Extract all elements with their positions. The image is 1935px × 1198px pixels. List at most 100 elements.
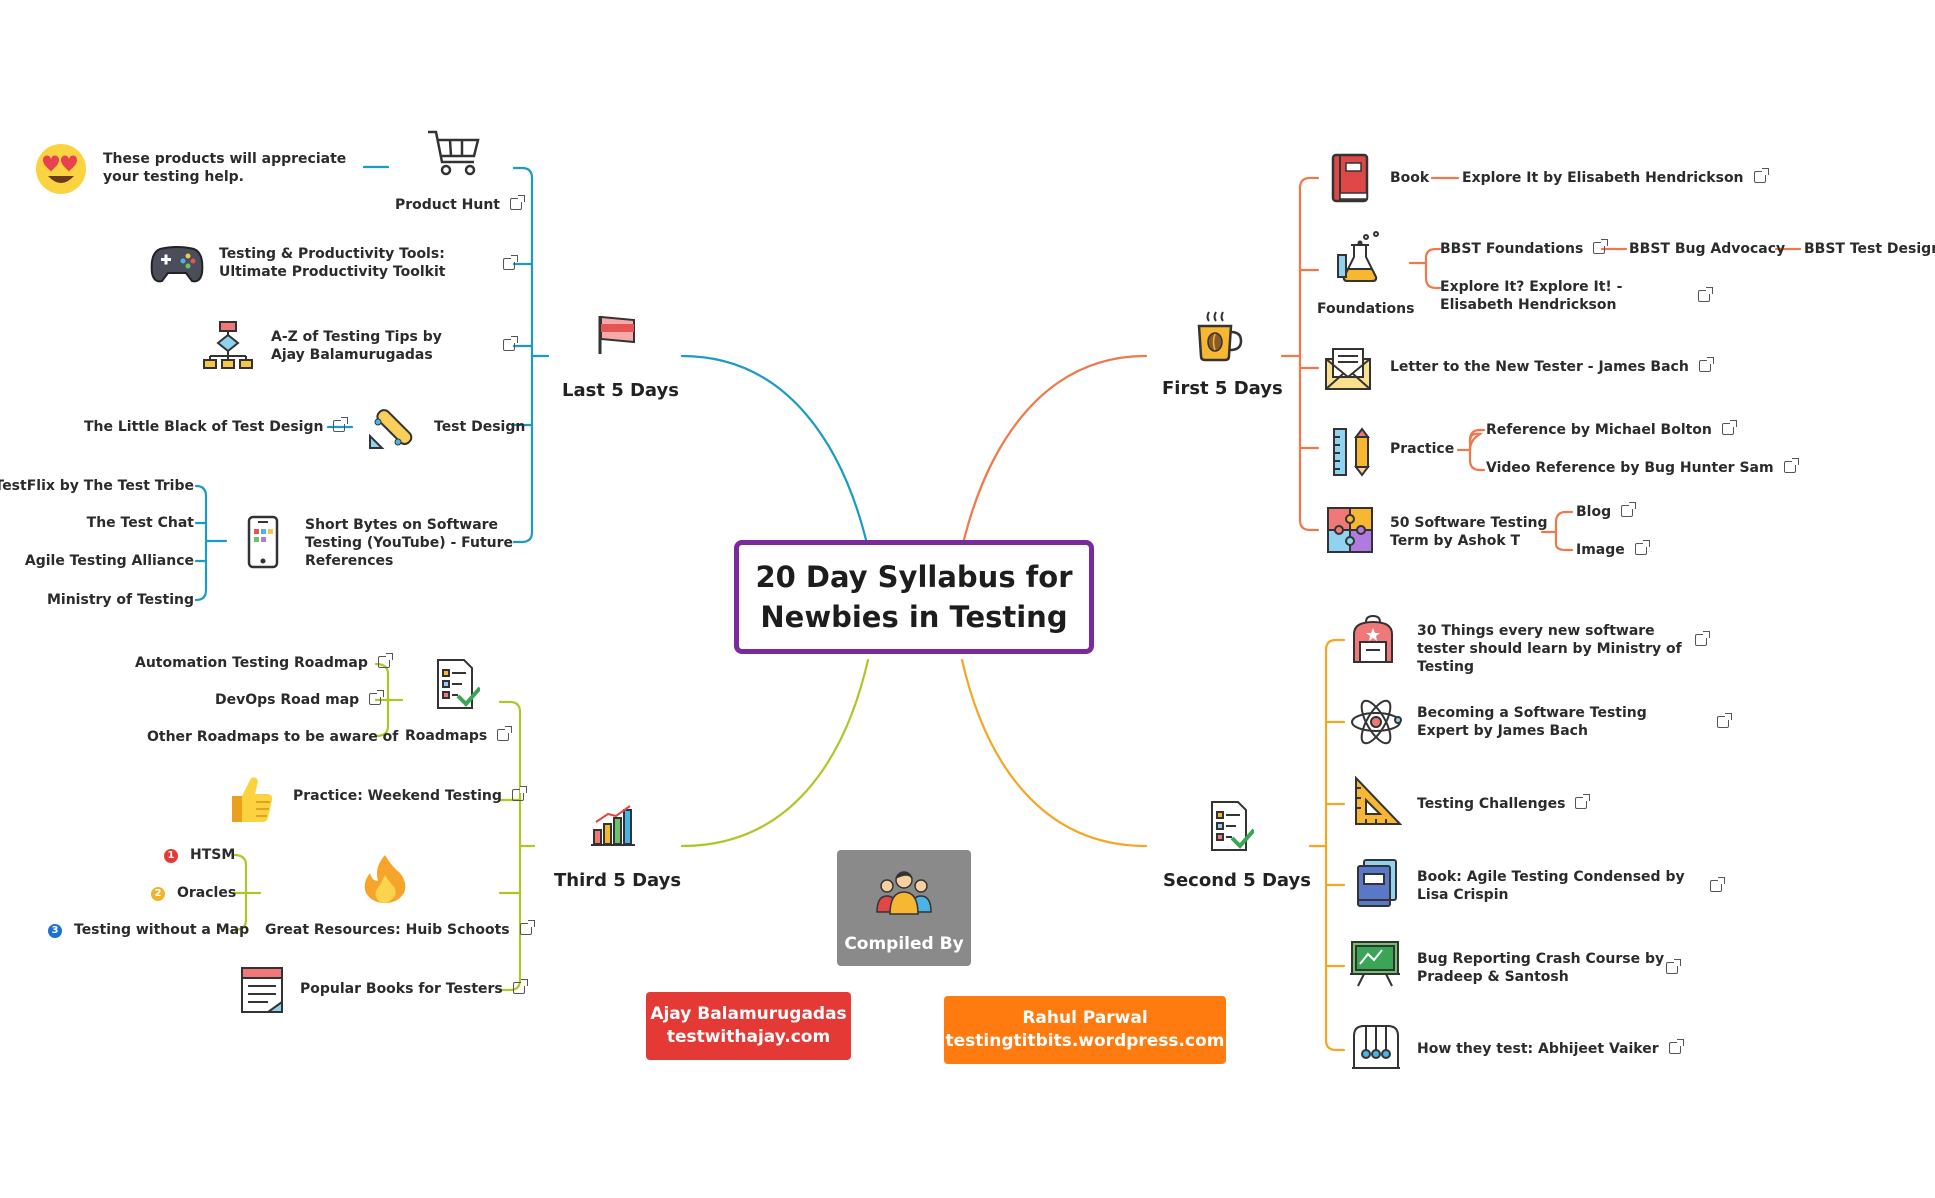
productivity-toolkit-link[interactable]: Testing & Productivity Tools: Ultimate P… [219,245,499,281]
popular-books-link[interactable]: Popular Books for Testers [300,979,528,998]
ruler-pencil-icon [1333,427,1370,477]
external-link-icon [369,690,385,705]
test-chat-item[interactable]: The Test Chat [86,515,194,531]
automation-roadmap-link[interactable]: Automation Testing Roadmap [135,653,393,672]
huib-schoots-label: Great Resources: Huib Schoots [265,922,510,938]
book-icon [1331,153,1369,203]
terms-blog-label: Blog [1576,504,1612,520]
book-node[interactable]: Book [1390,170,1430,186]
how-they-test-link[interactable]: How they test: Abhijeet Vaiker [1417,1039,1684,1058]
bbst-bug-advocacy-item[interactable]: BBST Bug Advocacy [1629,241,1786,257]
author-badge-ajay[interactable]: Ajay Balamurugadas testwithajay.com [646,992,851,1060]
letter-new-tester-link[interactable]: Letter to the New Tester - James Bach [1390,357,1714,376]
practice-node[interactable]: Practice [1390,441,1455,457]
bug-hunter-sam-link[interactable]: Video Reference by Bug Hunter Sam [1486,458,1799,477]
short-bytes-node[interactable]: Short Bytes on Software Testing (YouTube… [305,517,514,569]
branch-first-5-days[interactable]: First 5 Days [1162,378,1283,399]
compiled-by-card: Compiled By [837,850,971,966]
az-testing-tips-link[interactable]: A-Z of Testing Tips by Ajay Balamurugada… [271,328,471,364]
explore-it-link[interactable]: Explore It by Elisabeth Hendrickson [1462,168,1769,187]
roadmaps-link[interactable]: Roadmaps [405,726,513,745]
chalkboard-icon [1350,941,1400,987]
oracles-label: Oracles [177,885,237,901]
external-link-icon [509,195,525,210]
testing-without-a-map-item[interactable]: 3 Testing without a Map [48,921,249,939]
devops-roadmap-link[interactable]: DevOps Road map [215,690,385,709]
michael-bolton-reference-link[interactable]: Reference by Michael Bolton [1486,420,1737,439]
product-hunt-label: Product Hunt [395,197,500,213]
branch-last-5-days[interactable]: Last 5 Days [562,380,679,401]
external-link-icon [1593,239,1609,254]
software-testing-expert-link[interactable]: Becoming a Software Testing Expert by Ja… [1417,704,1697,740]
terms-image-link[interactable]: Image [1576,540,1650,559]
external-link-icon [377,653,393,668]
heart-eyes-emoji-icon [36,144,86,194]
how-they-test-label: How they test: Abhijeet Vaiker [1417,1041,1659,1057]
fifty-terms-node[interactable]: 50 Software Testing Term by Ashok T [1390,515,1548,549]
agile-testing-alliance-item[interactable]: Agile Testing Alliance [24,553,194,569]
number-1-badge: 1 [164,849,178,863]
external-link-icon[interactable] [1710,877,1725,892]
external-link-icon [1721,420,1737,435]
external-link-icon [1698,357,1714,372]
coffee-icon [1197,311,1243,362]
bbst-foundations-link[interactable]: BBST Foundations [1440,239,1609,258]
fire-icon [364,855,406,903]
testflix-item[interactable]: TestFlix by The Test Tribe [0,478,194,494]
external-link-icon [1575,794,1591,809]
thirty-things-link[interactable]: 30 Things every new software tester shou… [1417,622,1687,676]
productivity-toolkit-label: Testing & Productivity Tools: Ultimate P… [219,246,446,280]
ministry-of-testing-item[interactable]: Ministry of Testing [46,592,194,608]
external-link-icon[interactable] [503,336,518,351]
popular-books-label: Popular Books for Testers [300,981,503,997]
software-testing-expert-label: Becoming a Software Testing Expert by Ja… [1417,705,1647,739]
author-name: Ajay Balamurugadas [650,1004,847,1024]
bar-chart-icon [591,805,635,846]
letter-icon [1325,348,1371,390]
checklist-icon [437,659,480,709]
test-design-node[interactable]: Test Design [434,419,526,435]
author-site: testwithajay.com [666,1027,831,1047]
bug-reporting-crash-course-link[interactable]: Bug Reporting Crash Course by Pradeep & … [1417,950,1677,986]
foundations-node[interactable]: Foundations [1317,301,1415,317]
explore-it-explore-it-link[interactable]: Explore It? Explore It! - Elisabeth Hend… [1440,278,1690,314]
explore-it-explore-it-label: Explore It? Explore It! - Elisabeth Hend… [1440,279,1623,313]
number-3-badge: 3 [48,924,62,938]
agile-testing-condensed-label: Book: Agile Testing Condensed by Lisa Cr… [1417,869,1685,903]
external-link-icon[interactable] [1698,287,1713,302]
huib-schoots-link[interactable]: Great Resources: Huib Schoots [265,920,535,939]
other-roadmaps-item[interactable]: Other Roadmaps to be aware of [147,729,399,745]
terms-image-label: Image [1576,542,1625,558]
author-name: Rahul Parwal [1022,1008,1148,1028]
external-link-icon[interactable] [1666,959,1681,974]
external-link-icon [512,979,528,994]
letter-new-tester-label: Letter to the New Tester - James Bach [1390,359,1689,375]
external-link-icon[interactable] [1717,713,1732,728]
branch-third-5-days[interactable]: Third 5 Days [554,870,682,891]
backpack-icon [1353,614,1393,663]
external-link-icon [1753,168,1769,183]
testing-challenges-label: Testing Challenges [1417,796,1566,812]
branch-second-5-days[interactable]: Second 5 Days [1163,870,1311,891]
author-badge-rahul[interactable]: Rahul Parwal testingtitbits.wordpress.co… [944,996,1226,1064]
product-hunt-link[interactable]: Product Hunt [395,195,525,214]
testing-without-a-map-label: Testing without a Map [74,922,250,938]
team-icon [876,871,932,915]
flag-icon [598,315,635,354]
external-link-icon [519,920,535,935]
little-black-test-design-link[interactable]: The Little Black of Test Design [84,417,349,436]
external-link-icon [1634,540,1650,555]
testing-challenges-link[interactable]: Testing Challenges [1417,794,1591,813]
agile-testing-condensed-link[interactable]: Book: Agile Testing Condensed by Lisa Cr… [1417,868,1697,904]
weekend-testing-link[interactable]: Practice: Weekend Testing [293,786,527,805]
bbst-test-design-item[interactable]: BBST Test Design [1804,241,1935,257]
external-link-icon[interactable] [1695,631,1710,646]
external-link-icon[interactable] [503,255,518,270]
puzzle-icon [1327,507,1373,553]
terms-blog-link[interactable]: Blog [1576,502,1637,521]
